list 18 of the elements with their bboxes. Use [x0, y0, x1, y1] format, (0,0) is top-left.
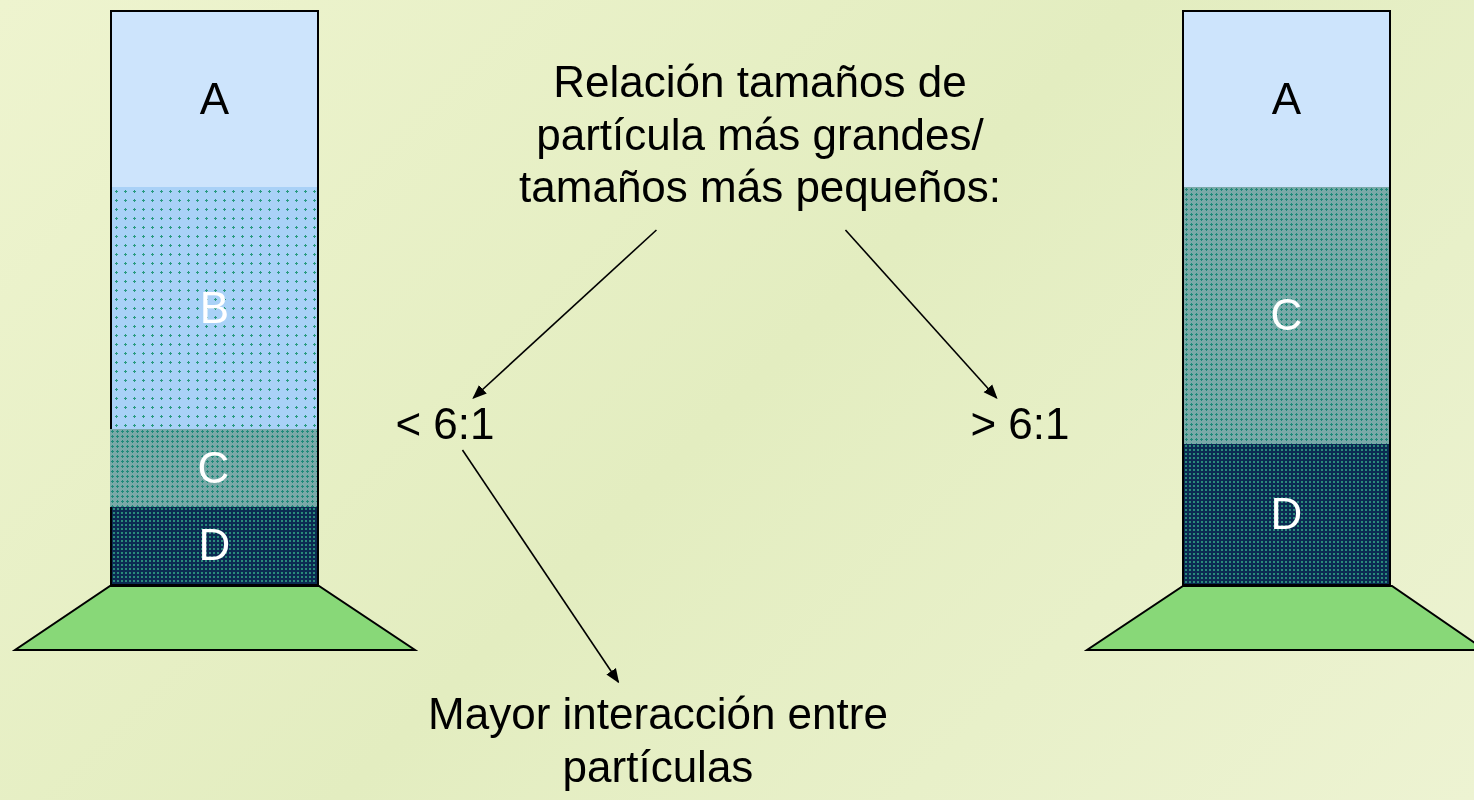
arrow	[461, 449, 620, 684]
column-tube	[110, 10, 319, 586]
sediment-layer: A	[112, 12, 317, 187]
result-text: Mayor interacción entre partículas	[368, 682, 948, 800]
sediment-layer: B	[112, 187, 317, 429]
sediment-layer: D	[112, 507, 317, 584]
sediment-layer: C	[1184, 187, 1389, 444]
column-stand	[14, 585, 416, 651]
question-text: Relación tamaños de partícula más grandes/ tamaños más pequeños:	[480, 40, 1040, 230]
column-stand	[1086, 585, 1474, 651]
arrow	[472, 229, 658, 399]
column-tube	[1182, 10, 1391, 586]
sediment-layer: C	[110, 429, 317, 507]
arrow	[844, 229, 998, 400]
ratio-label: > 6:1	[955, 398, 1085, 450]
sediment-layer: A	[1184, 12, 1389, 187]
sediment-layer: D	[1184, 444, 1389, 584]
ratio-label: < 6:1	[380, 398, 510, 450]
